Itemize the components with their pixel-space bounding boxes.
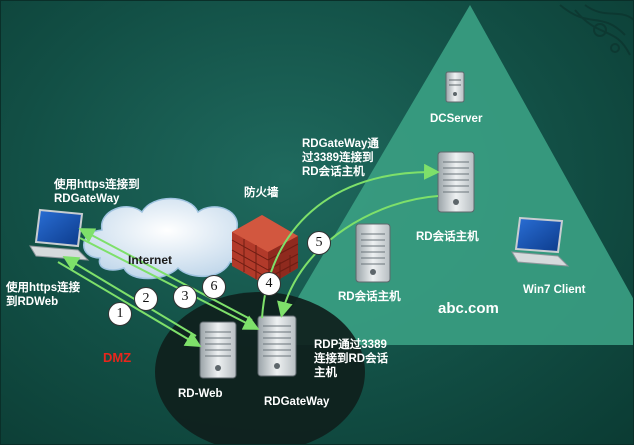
rdp-3389-note: RDP通过3389 连接到RD会话 主机 (314, 339, 389, 379)
arrow-client-to-gateway (79, 237, 260, 330)
gateway-3389-note: RDGateWay通 过3389连接到 RD会话主机 (302, 138, 379, 178)
arrow-gateway-to-client (78, 228, 253, 321)
step-3-badge: 3 (173, 285, 197, 309)
rdsh-top-label: RD会话主机 (416, 231, 479, 243)
firewall-label: 防火墙 (244, 187, 279, 199)
rdgateway-server-icon (257, 315, 297, 377)
rdsh-bottom-server-icon (355, 223, 391, 283)
dmz-label: DMZ (103, 350, 132, 365)
arrow-client-to-rdweb (57, 261, 202, 348)
dcserver-label: DCServer (430, 113, 483, 125)
win7-laptop-icon (511, 216, 570, 267)
step-6-badge: 6 (202, 275, 226, 299)
brick-wall-icon (231, 215, 299, 286)
step-1-badge: 1 (108, 302, 132, 326)
step-2-badge: 2 (134, 287, 158, 311)
rdweb-server-icon (199, 321, 237, 379)
step-5-badge: 5 (307, 231, 331, 255)
step-4-badge: 4 (257, 272, 281, 296)
https-to-gateway-note: 使用https连接到 RDGateWay (54, 179, 140, 205)
arrow-rdsh-to-gateway (277, 195, 439, 318)
domain-label: abc.com (438, 300, 499, 317)
win7-client-label: Win7 Client (523, 284, 586, 296)
https-to-rdweb-note: 使用https连接 到RDWeb (6, 282, 81, 308)
internet-label: Internet (128, 253, 173, 267)
corner-ornament (559, 4, 634, 56)
rdsh-bottom-label: RD会话主机 (338, 291, 401, 303)
rdgateway-label: RDGateWay (264, 396, 330, 408)
dcserver-icon (445, 71, 465, 103)
arrow-rdweb-to-client (62, 255, 197, 337)
rdweb-label: RD-Web (178, 388, 223, 400)
rdsh-top-server-icon (437, 151, 475, 213)
laptop-icon (29, 208, 90, 261)
